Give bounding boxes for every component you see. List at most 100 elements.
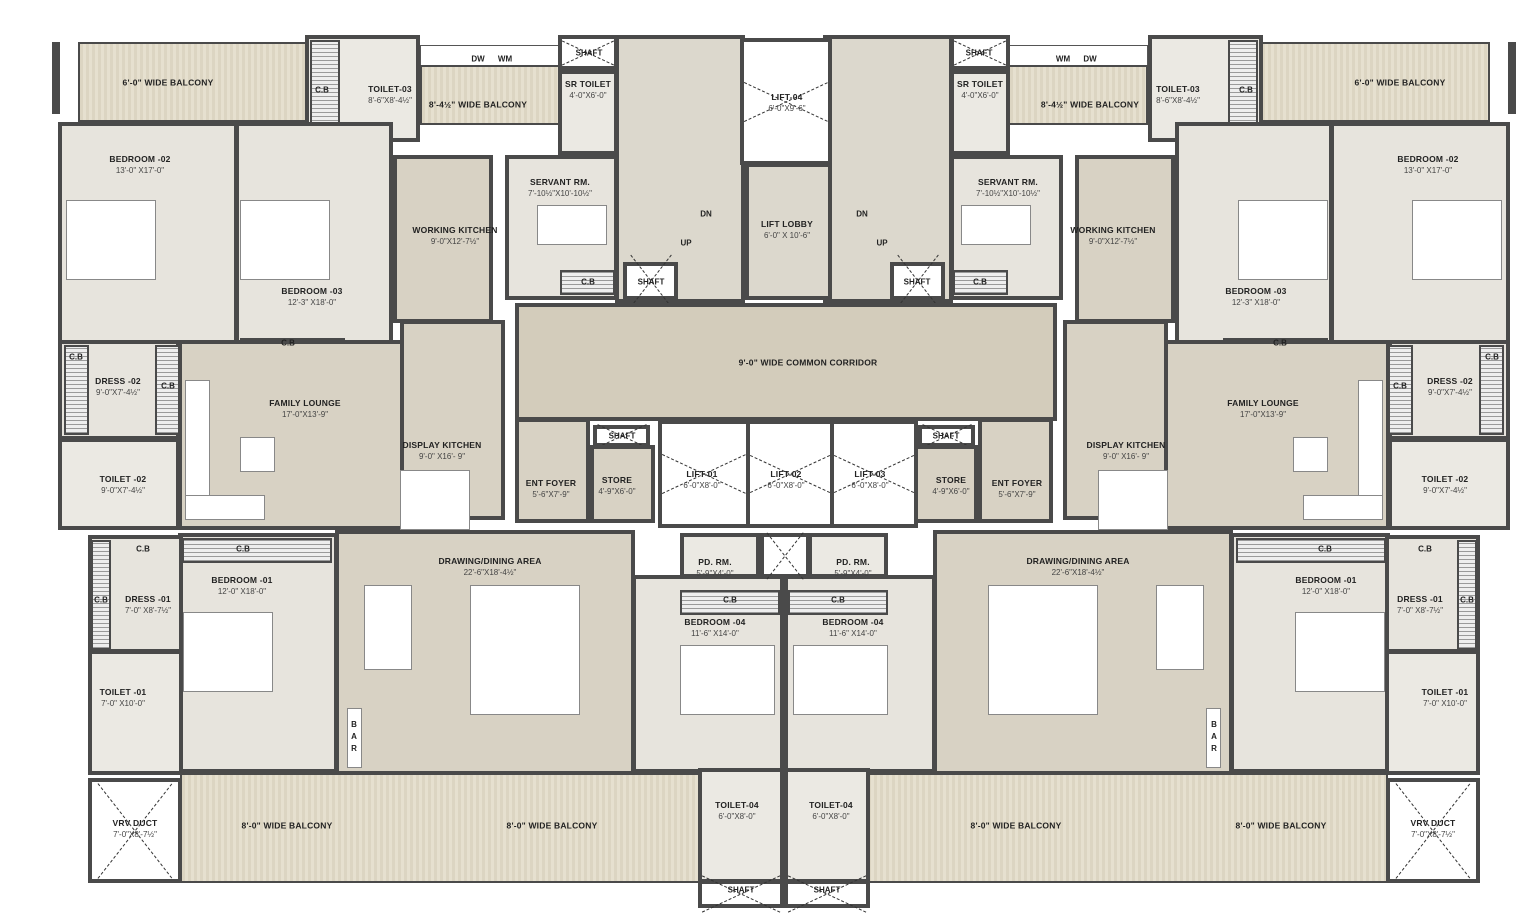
balcony-8ft-right-label: 8'-0" WIDE BALCONY xyxy=(1236,821,1327,832)
room-dimensions: 7'-10½"X10'-10½" xyxy=(976,189,1040,198)
shaft-label-right: SHAFT xyxy=(932,431,960,441)
lift-03 xyxy=(830,420,918,528)
room-dimensions: 7'-0"X8'-7½" xyxy=(1411,830,1455,839)
room-name: 8'-0" WIDE BALCONY xyxy=(970,820,1062,831)
bed-furniture-left xyxy=(183,612,273,692)
room-dimensions: 13'-0" X17'-0" xyxy=(115,166,165,175)
room-name: BEDROOM -01 xyxy=(1295,575,1357,585)
stair-dn-label-left: DN xyxy=(700,209,712,219)
balcony-8ft4-left xyxy=(420,65,560,125)
vrv-duct-left xyxy=(88,778,182,883)
store-left xyxy=(590,445,655,523)
servant-bed-right xyxy=(961,205,1031,245)
cb-label-left: C.B xyxy=(236,544,250,554)
working-kitchen-right xyxy=(1075,155,1175,323)
wm-label-right: WM xyxy=(1055,54,1071,64)
cb-toilet03-right xyxy=(1228,40,1258,135)
room-dimensions: 4'-9"X6'-0" xyxy=(598,487,636,496)
toilet-01-right xyxy=(1385,650,1480,775)
sofa-set-right xyxy=(988,585,1098,715)
room-dimensions: 6'-0"X8'-0" xyxy=(851,481,889,490)
cb-dress02-left xyxy=(64,345,89,435)
room-dimensions: 9'-0" X16'- 9" xyxy=(1102,452,1150,461)
room-dimensions: 9'-0"X12'-7½" xyxy=(430,237,480,246)
sofa-set-left xyxy=(470,585,580,715)
wall-left xyxy=(52,42,60,114)
room-name: 8'-4½" WIDE BALCONY xyxy=(1040,99,1140,110)
staircase-left xyxy=(615,35,745,303)
vrv-duct-right xyxy=(1386,778,1480,883)
room-name: LIFT-04 xyxy=(771,92,803,102)
sr-toilet-left xyxy=(558,70,618,155)
room-dimensions: 9'-0"X7'-4½" xyxy=(96,388,140,397)
room-name: LIFT LOBBY xyxy=(760,219,814,229)
toilet-01-left xyxy=(88,650,183,775)
room-name: WORKING KITCHEN xyxy=(1070,225,1156,235)
cb-dress01-left xyxy=(91,540,111,650)
balcony-6ft-right xyxy=(1260,42,1490,122)
bed-furniture-left xyxy=(680,645,775,715)
room-dimensions: 7'-0" X10'-0" xyxy=(1423,699,1467,708)
room-name: STORE xyxy=(935,475,967,485)
balcony-6ft-right-label: 6'-0" WIDE BALCONY xyxy=(1355,78,1446,89)
stair-up-label-left: UP xyxy=(680,238,692,248)
room-name: SR TOILET xyxy=(956,79,1004,89)
room-name: ENT FOYER xyxy=(991,478,1043,488)
room-name: TOILET-04 xyxy=(715,800,759,810)
shaft-label-left: SHAFT xyxy=(637,277,665,287)
bar-counter-left xyxy=(347,708,362,768)
cb-label-right: C.B xyxy=(831,595,845,605)
bar-label-right: BAR xyxy=(1209,720,1219,756)
dining-table-right xyxy=(1156,585,1204,670)
room-dimensions: 7'-0" X8'-7½" xyxy=(1396,606,1444,615)
room-dimensions: 5'-6"X7'-9" xyxy=(532,490,570,499)
sofa-left xyxy=(185,495,265,520)
room-name: BEDROOM -04 xyxy=(822,617,884,627)
room-dimensions: 11'-6" X14'-0" xyxy=(829,629,877,638)
room-name: PD. RM. xyxy=(836,557,870,567)
cb-servant-left xyxy=(560,270,615,295)
dw-label-right: DW xyxy=(1083,54,1097,64)
room-name: VRV DUCT xyxy=(1410,818,1456,828)
room-name: DRAWING/DINING AREA xyxy=(438,556,542,566)
wm-label-left: WM xyxy=(497,54,513,64)
cb-label-left: C.B xyxy=(69,352,83,362)
room-dimensions: 12'-3" X18'-0" xyxy=(1231,298,1281,307)
room-name: BEDROOM -03 xyxy=(281,286,343,296)
shaft-label-left: SHAFT xyxy=(608,431,636,441)
bed-furniture-right xyxy=(793,645,888,715)
room-dimensions: 8'-6"X8'-4½" xyxy=(1156,96,1200,105)
room-dimensions: 22'-6"X18'-4½" xyxy=(1051,568,1105,577)
room-name: TOILET-03 xyxy=(368,84,412,94)
sr-toilet-right xyxy=(950,70,1010,155)
room-name: 9'-0" WIDE COMMON CORRIDOR xyxy=(738,357,878,368)
shaft-bottom-left xyxy=(698,880,784,908)
room-name: DRESS -02 xyxy=(1427,376,1473,386)
dining-table-left xyxy=(364,585,412,670)
cb-bedroom04-left xyxy=(680,590,780,615)
room-name: SERVANT RM. xyxy=(530,177,590,187)
kitchen-counter-left xyxy=(400,470,470,530)
room-name: VRV DUCT xyxy=(112,818,158,828)
room-dimensions: 9'-0"X7'-4½" xyxy=(1423,486,1467,495)
room-name: DISPLAY KITCHEN xyxy=(1086,440,1166,450)
room-name: 8'-0" WIDE BALCONY xyxy=(1235,820,1327,831)
toilet-04-right xyxy=(784,768,870,883)
room-dimensions: 5'-9"X4'-0" xyxy=(696,569,734,578)
room-name: DISPLAY KITCHEN xyxy=(402,440,482,450)
